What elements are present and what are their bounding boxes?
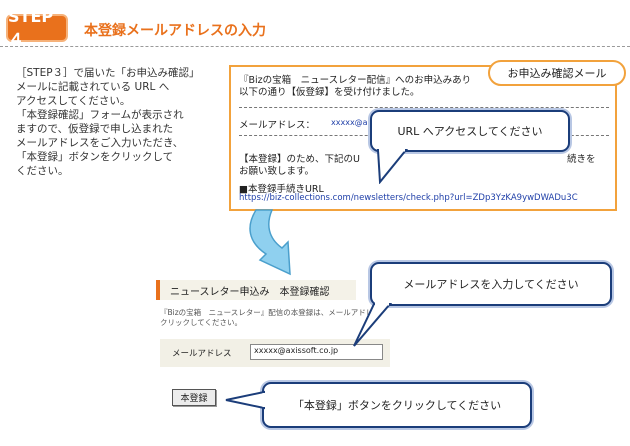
email-preview-label: お申込み確認メール bbox=[488, 60, 626, 86]
instruction-line: ますので、仮登録で申し込まれた bbox=[16, 123, 174, 135]
email-body-line: 続きを bbox=[567, 154, 596, 165]
callout-text: メールアドレスを入力してください bbox=[403, 278, 579, 291]
instruction-line: メールに記載されている URL へ bbox=[16, 81, 170, 93]
callout-tail bbox=[353, 302, 392, 347]
down-arrow-icon bbox=[249, 209, 291, 276]
email-field-label: メールアドレス bbox=[172, 349, 232, 359]
register-button[interactable]: 本登録 bbox=[172, 389, 216, 406]
form-description-line: 『Bizの宝箱 ニュースレター』配信の本登録は、メールアドレ bbox=[160, 308, 374, 317]
email-field[interactable]: xxxxx@axissoft.co.jp bbox=[250, 344, 383, 360]
form-description-line: クリックしてください。 bbox=[160, 318, 243, 327]
form-title: ニュースレター申込み 本登録確認 bbox=[170, 286, 330, 298]
step-badge: STEP４ bbox=[6, 7, 68, 49]
email-intro-line: 以下の通り【仮登録】を受け付けました。 bbox=[239, 87, 420, 98]
instruction-line: ください。 bbox=[16, 165, 69, 177]
callout-click-register: 「本登録」ボタンをクリックしてください bbox=[262, 382, 532, 428]
email-address-value: xxxxx@a bbox=[331, 118, 368, 127]
callout-enter-email: メールアドレスを入力してください bbox=[370, 262, 612, 306]
email-intro-line: 『Bizの宝箱 ニュースレター配信』へのお申込みあり bbox=[239, 75, 472, 86]
registration-url-link[interactable]: https://biz-collections.com/newsletters/… bbox=[239, 193, 578, 203]
callout-tail bbox=[225, 390, 266, 410]
email-body-line: 【本登録】のため、下記のU bbox=[239, 154, 360, 165]
callout-tail bbox=[376, 148, 409, 184]
callout-text: URL へアクセスしてください bbox=[397, 125, 543, 138]
form-description: 『Bizの宝箱 ニュースレター』配信の本登録は、メールアドレ クリックしてくださ… bbox=[160, 308, 390, 328]
email-address-label: メールアドレス： bbox=[239, 120, 316, 131]
instruction-line: 「本登録」ボタンをクリックして bbox=[16, 151, 174, 163]
instruction-line: ［STEP３］で届いた「お申込み確認」 bbox=[16, 67, 200, 79]
page-title: 本登録メールアドレスの入力 bbox=[84, 23, 266, 39]
email-url-label: ■本登録手続きURL bbox=[239, 184, 324, 195]
instruction-line: 「本登録確認」フォームが表示され bbox=[16, 109, 184, 121]
instruction-line: メールアドレスをご入力いただき、 bbox=[16, 137, 184, 149]
callout-url-access: URL へアクセスしてください bbox=[370, 110, 570, 152]
instruction-line: アクセスしてください。 bbox=[16, 95, 131, 107]
email-body-line: お願い致します。 bbox=[239, 166, 315, 177]
callout-text: 「本登録」ボタンをクリックしてください bbox=[292, 399, 502, 412]
instruction-text: ［STEP３］で届いた「お申込み確認」 メールに記載されている URL へ アク… bbox=[16, 66, 221, 178]
form-title-bar: ニュースレター申込み 本登録確認 bbox=[156, 280, 356, 300]
header-divider bbox=[0, 46, 630, 47]
email-divider bbox=[239, 107, 609, 108]
